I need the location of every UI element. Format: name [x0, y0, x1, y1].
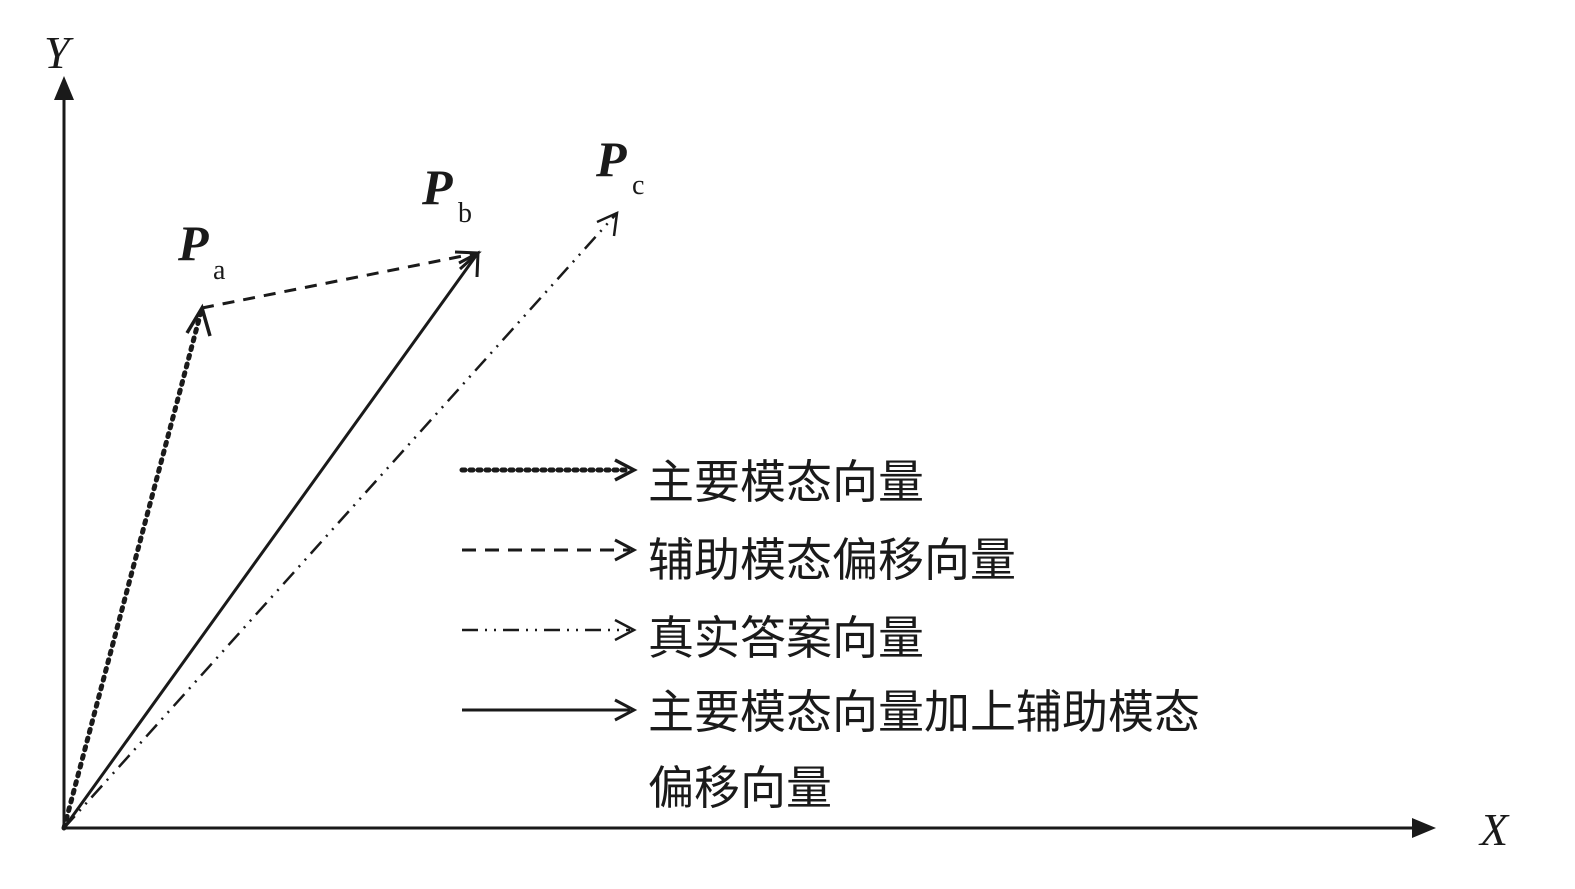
legend-arrowhead-dash-dot-dot	[614, 618, 637, 642]
y-axis-label: Y	[44, 27, 74, 78]
legend-arrowhead-solid	[614, 698, 638, 722]
ground-truth-vector	[63, 212, 618, 829]
auxiliary-offset-vector	[201, 251, 479, 310]
vectors	[61, 210, 619, 831]
y-axis-arrowhead	[54, 76, 74, 100]
legend-arrowhead-dotted	[614, 458, 638, 482]
axes: Y X	[44, 27, 1510, 855]
legend: 主要模态向量 辅助模态偏移向量 真实答案向量 主要模态向量加上辅助模态 偏移向量	[459, 455, 1200, 815]
legend-label-combined-line2: 偏移向量	[648, 761, 832, 815]
combined-vector-arrowhead	[458, 250, 480, 278]
legend-label-combined-line1: 主要模态向量加上辅助模态	[648, 685, 1200, 739]
legend-label-primary: 主要模态向量	[648, 455, 924, 509]
x-axis-arrowhead	[1412, 818, 1436, 838]
combined-vector	[62, 252, 480, 829]
legend-label-auxiliary-offset: 辅助模态偏移向量	[648, 533, 1016, 587]
ground-truth-arrowhead	[596, 210, 619, 237]
primary-modality-vector	[61, 305, 205, 831]
legend-arrowhead-dashed	[614, 538, 638, 562]
legend-label-ground-truth: 真实答案向量	[648, 611, 924, 665]
x-axis-label: X	[1478, 804, 1510, 855]
